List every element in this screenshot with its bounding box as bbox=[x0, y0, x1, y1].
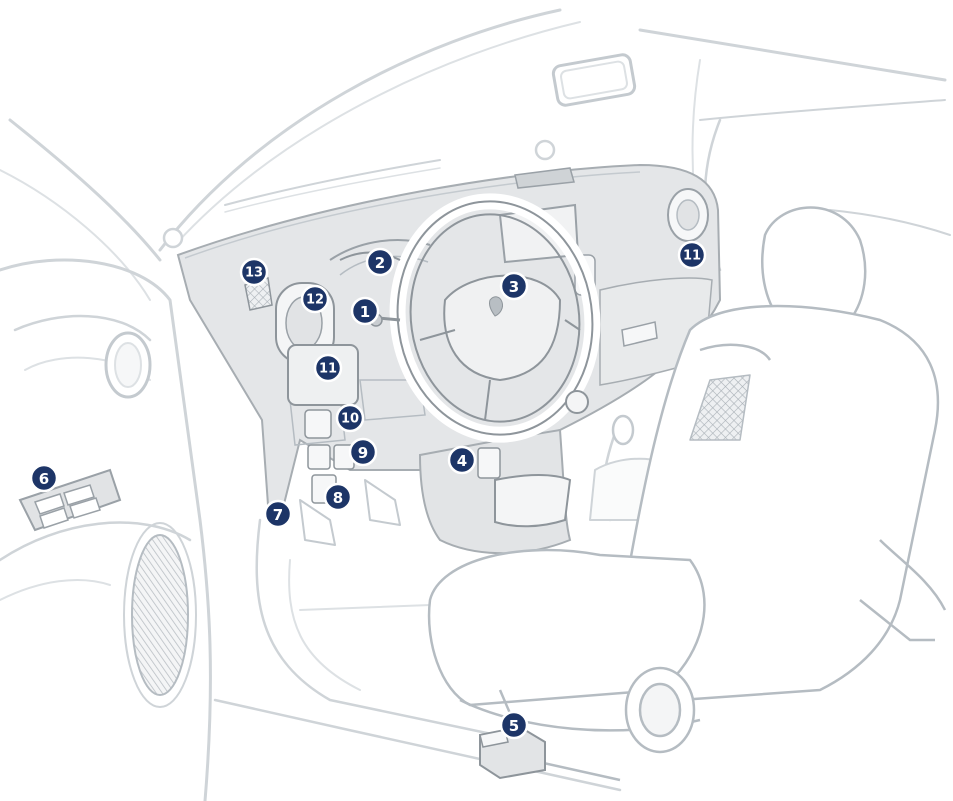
callout-3-label: 3 bbox=[509, 278, 519, 296]
callout-6: 6 bbox=[29, 463, 59, 493]
seat-adjust-lever bbox=[479, 725, 546, 780]
callout-9: 9 bbox=[348, 437, 378, 467]
callout-1-label: 1 bbox=[360, 303, 370, 321]
callout-11-right-label: 11 bbox=[683, 249, 701, 264]
callout-8: 8 bbox=[323, 482, 353, 512]
callout-10: 10 bbox=[335, 403, 365, 433]
callout-2-label: 2 bbox=[375, 254, 385, 272]
callout-11-right: 11 bbox=[677, 240, 707, 270]
callout-4-label: 4 bbox=[457, 452, 467, 470]
callout-2: 2 bbox=[365, 247, 395, 277]
callout-12: 12 bbox=[300, 284, 330, 314]
callout-4: 4 bbox=[447, 445, 477, 475]
callout-5-label: 5 bbox=[509, 717, 519, 735]
callout-13: 13 bbox=[239, 257, 269, 287]
window-switch-panel bbox=[18, 468, 122, 532]
driver-seat bbox=[427, 206, 947, 782]
callout-9-label: 9 bbox=[358, 444, 368, 462]
callout-3: 3 bbox=[499, 271, 529, 301]
steering-wheel-icon bbox=[389, 193, 601, 443]
callout-6-label: 6 bbox=[39, 470, 49, 488]
callout-1: 1 bbox=[350, 296, 380, 326]
callout-7-label: 7 bbox=[273, 506, 283, 524]
door-speaker bbox=[123, 522, 197, 708]
callout-11-left-label: 11 bbox=[319, 362, 337, 377]
callout-10-label: 10 bbox=[341, 412, 359, 427]
lion-emblem-icon bbox=[489, 296, 503, 317]
callout-7: 7 bbox=[263, 499, 293, 529]
callout-13-label: 13 bbox=[245, 266, 263, 281]
callout-5: 5 bbox=[499, 710, 529, 740]
callout-11-left: 11 bbox=[313, 353, 343, 383]
callout-8-label: 8 bbox=[333, 489, 343, 507]
callout-12-label: 12 bbox=[306, 293, 324, 308]
